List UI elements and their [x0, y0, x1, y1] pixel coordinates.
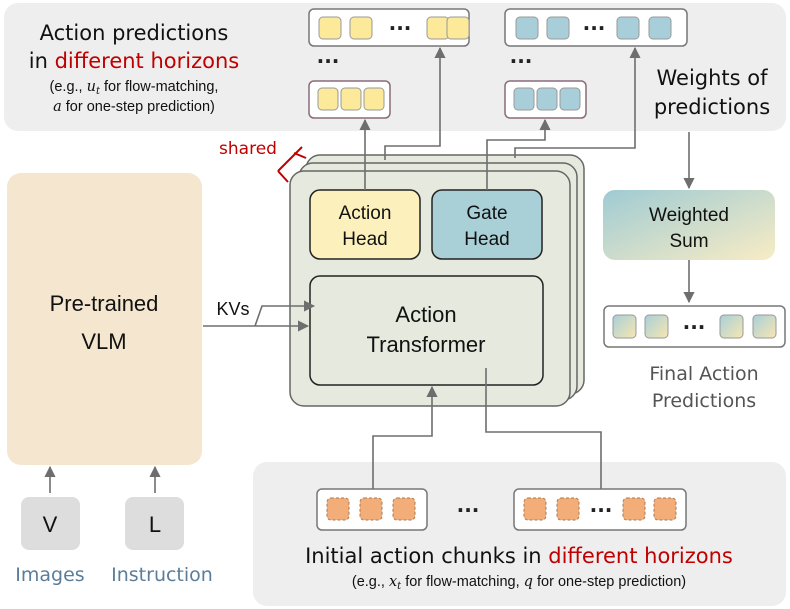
bottom-title: Initial action chunks in different horiz…	[305, 544, 733, 568]
final-caption-line2: Predictions	[652, 390, 756, 412]
blue-vertical-ellipsis: ···	[510, 49, 533, 73]
arrow-gate-head-to-blue	[486, 118, 551, 190]
final-cell	[719, 314, 744, 339]
arrow-stack-to-blue-top	[514, 46, 641, 158]
action-transformer-box	[309, 275, 544, 386]
top-example-line2: a for one-step prediction)	[53, 99, 215, 115]
weighted-sum-line2: Sum	[669, 231, 708, 252]
yellow-row-top-ellipsis: ···	[389, 16, 412, 40]
top-example-line1: (e.g., ut for flow-matching,	[50, 79, 219, 97]
blue-cell	[616, 16, 640, 40]
top-title-prefix: in	[29, 49, 55, 73]
final-cell	[644, 314, 669, 339]
shared-bracket	[277, 146, 307, 183]
gate-head-line1: Gate	[466, 203, 507, 224]
blue-cell	[513, 87, 535, 111]
vlm-label-line1: Pre-trained	[50, 291, 159, 316]
instruction-caption: Instruction	[111, 564, 213, 586]
input-l-label: L	[149, 512, 161, 537]
top-title-line1: Action predictions	[40, 21, 229, 45]
orange-cell	[523, 497, 547, 521]
input-v-label: V	[43, 512, 58, 537]
blue-row-top-ellipsis: ···	[583, 16, 606, 40]
orange-row-long-ellipsis: ···	[590, 498, 613, 522]
weighted-sum-box	[603, 190, 775, 260]
yellow-vertical-ellipsis: ···	[317, 49, 340, 73]
vlm-box	[7, 173, 202, 465]
yellow-cell	[318, 16, 342, 40]
blue-cell	[546, 16, 570, 40]
yellow-cell	[340, 87, 362, 111]
weights-line1: Weights of	[656, 66, 768, 90]
blue-cell	[559, 87, 581, 111]
top-title-line2: in different horizons	[29, 49, 239, 73]
orange-cell	[622, 497, 646, 521]
action-head-line2: Head	[342, 229, 387, 250]
kvs-label: KVs	[216, 299, 249, 319]
shared-label: shared	[219, 139, 277, 159]
orange-between-ellipsis: ···	[457, 498, 480, 522]
orange-cell	[359, 497, 383, 521]
blue-cell	[515, 16, 539, 40]
final-cell	[752, 314, 777, 339]
arrow-short-chunk-to-transformer	[372, 385, 438, 489]
images-caption: Images	[15, 564, 84, 586]
arrow-stack-to-yellow-top	[384, 46, 446, 160]
vlm-label-line2: VLM	[81, 329, 126, 354]
gate-head-line2: Head	[464, 229, 509, 250]
transformer-line1: Action	[395, 302, 456, 327]
orange-cell	[653, 497, 677, 521]
yellow-cell	[349, 16, 373, 40]
blue-cell	[648, 16, 672, 40]
action-head-line1: Action	[339, 203, 392, 224]
top-title-highlight: different horizons	[55, 49, 240, 73]
orange-cell	[556, 497, 580, 521]
weights-line2: predictions	[654, 95, 770, 119]
bottom-example: (e.g., xt for flow-matching, q for one-s…	[352, 574, 686, 592]
final-row-ellipsis: ···	[683, 315, 706, 339]
transformer-line2: Transformer	[367, 332, 486, 357]
input-v-box	[21, 497, 80, 550]
weighted-sum-line1: Weighted	[649, 205, 729, 226]
line-long-chunk-to-transformer	[485, 368, 602, 489]
yellow-cell	[426, 16, 450, 40]
blue-cell	[536, 87, 558, 111]
input-l-box	[125, 497, 184, 550]
final-cell	[612, 314, 637, 339]
yellow-cell	[363, 87, 385, 111]
final-caption-line1: Final Action	[649, 363, 758, 385]
yellow-cell	[446, 16, 470, 40]
orange-cell	[326, 497, 350, 521]
yellow-cell	[317, 87, 339, 111]
kvs-arrow-branch	[254, 300, 316, 327]
orange-cell	[392, 497, 416, 521]
